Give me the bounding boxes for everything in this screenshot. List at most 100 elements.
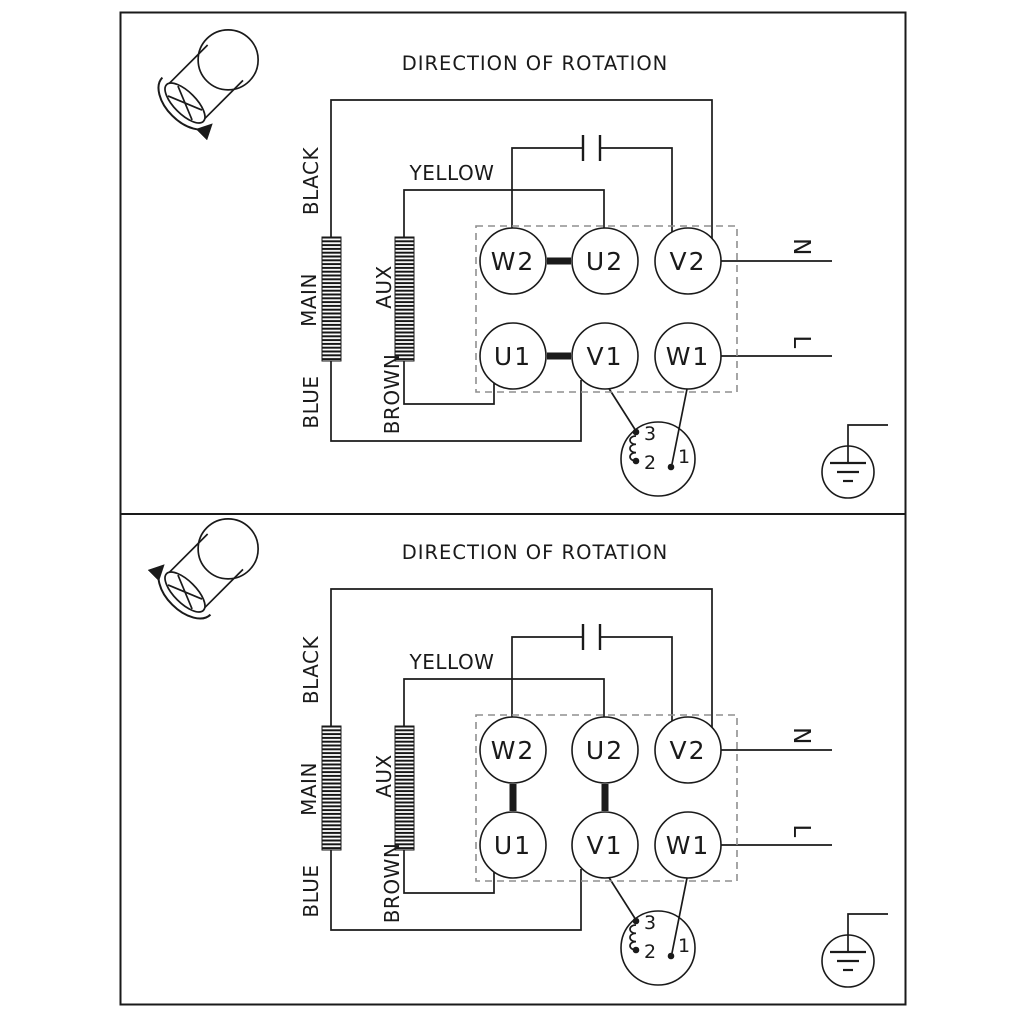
plug-pin3-label: 3 [644,423,656,445]
plug-pin2-dot [632,946,640,954]
brown-wire [403,361,495,405]
panel-title: DIRECTION OF ROTATION [402,541,669,564]
panel-title: DIRECTION OF ROTATION [402,52,669,75]
label-line: L [788,824,814,837]
terminal-board-outline [475,714,738,882]
svg-text:U1: U1 [494,831,532,860]
shaft-x-mark [167,574,203,610]
terminal-u1: U1 [479,322,547,390]
terminal-w1: W1 [654,811,722,879]
svg-text:W2: W2 [491,736,536,765]
label-main: MAIN [297,273,321,327]
wire-labels: BLACK MAIN BLUE AUX BROWN YELLOW N L [297,147,814,435]
svg-text:V2: V2 [669,736,706,765]
capacitor-right-lead [600,147,673,234]
svg-text:V1: V1 [586,831,623,860]
svg-text:W2: W2 [491,247,536,276]
capacitor-icon [581,624,602,650]
terminal-board-outline [475,225,738,393]
plug-pin1-label: 1 [678,446,690,468]
terminals: W2 U2 V2 U1 V1 W1 [479,716,722,879]
label-yellow: YELLOW [409,650,495,674]
motor-icon [157,29,259,141]
plug-pin1-dot [667,463,675,471]
terminal-u2: U2 [571,227,639,295]
plug-pin3-label: 3 [644,912,656,934]
svg-text:U2: U2 [586,736,624,765]
motor-shaft-body [166,533,244,611]
capacitor-right-lead [600,636,673,723]
terminal-v2: V2 [654,716,722,784]
thermal-plug: 3 2 1 [620,910,696,986]
earth-ground-icon [821,445,875,499]
wires [330,99,888,465]
aux-winding [394,725,415,851]
plug-coil-icon [629,435,637,462]
plug-pin2-label: 2 [644,452,656,474]
rotation-arrow-cw-icon [157,76,213,141]
rotation-arrow-ccw-icon [147,564,212,620]
plug-pin3-dot [632,428,640,436]
black-wire [330,588,713,728]
shaft-x-mark [167,85,203,121]
blue-wire [330,850,582,931]
terminal-v1: V1 [571,811,639,879]
label-neutral: N [788,727,814,745]
svg-text:V2: V2 [669,247,706,276]
v1-plug-wire [607,875,637,921]
yellow-wire [403,189,605,237]
label-aux: AUX [372,754,396,798]
label-blue: BLUE [299,375,323,428]
motor-icon [147,518,259,620]
svg-text:U2: U2 [586,247,624,276]
v1-plug-wire [607,386,637,432]
black-wire [330,99,713,239]
brown-wire [403,850,495,894]
outer-frame [119,11,907,1006]
plug-pin1-label: 1 [678,935,690,957]
plug-pin3-dot [632,917,640,925]
blue-wire [330,361,582,442]
terminal-links-vertical [509,784,609,811]
terminal-w1: W1 [654,322,722,390]
label-blue: BLUE [299,864,323,917]
motor-shaft-body [166,44,244,122]
plug-pin1-dot [667,952,675,960]
terminal-v1: V1 [571,322,639,390]
motor-flange [197,29,259,91]
w1-plug-wire [671,877,688,954]
capacitor-icon [581,135,602,161]
main-winding [321,725,342,851]
wires [330,588,888,954]
plug-pin2-label: 2 [644,941,656,963]
yellow-wire [403,678,605,726]
label-brown: BROWN [380,354,404,435]
terminal-links-horizontal [547,257,571,360]
plug-pin2-dot [632,457,640,465]
aux-winding [394,236,415,362]
label-line: L [788,335,814,348]
svg-text:W1: W1 [666,831,711,860]
svg-text:V1: V1 [586,342,623,371]
label-yellow: YELLOW [409,161,495,185]
wire-labels: BLACK MAIN BLUE AUX BROWN YELLOW N L [297,636,814,924]
panel-rotation-cw: DIRECTION OF ROTATION [157,29,888,499]
w1-plug-wire [671,388,688,465]
main-winding [321,236,342,362]
motor-flange [197,518,259,580]
capacitor-left-lead [511,147,583,229]
terminal-u1: U1 [479,811,547,879]
plug-coil-icon [629,924,637,951]
panel-rotation-ccw: DIRECTION OF ROTATION [147,518,888,988]
label-main: MAIN [297,762,321,816]
terminal-u2: U2 [571,716,639,784]
earth-ground-icon [821,934,875,988]
svg-text:W1: W1 [666,342,711,371]
terminal-w2: W2 [479,716,547,784]
terminal-v2: V2 [654,227,722,295]
ground-lead [847,424,888,462]
label-neutral: N [788,238,814,256]
label-black: BLACK [299,147,323,216]
